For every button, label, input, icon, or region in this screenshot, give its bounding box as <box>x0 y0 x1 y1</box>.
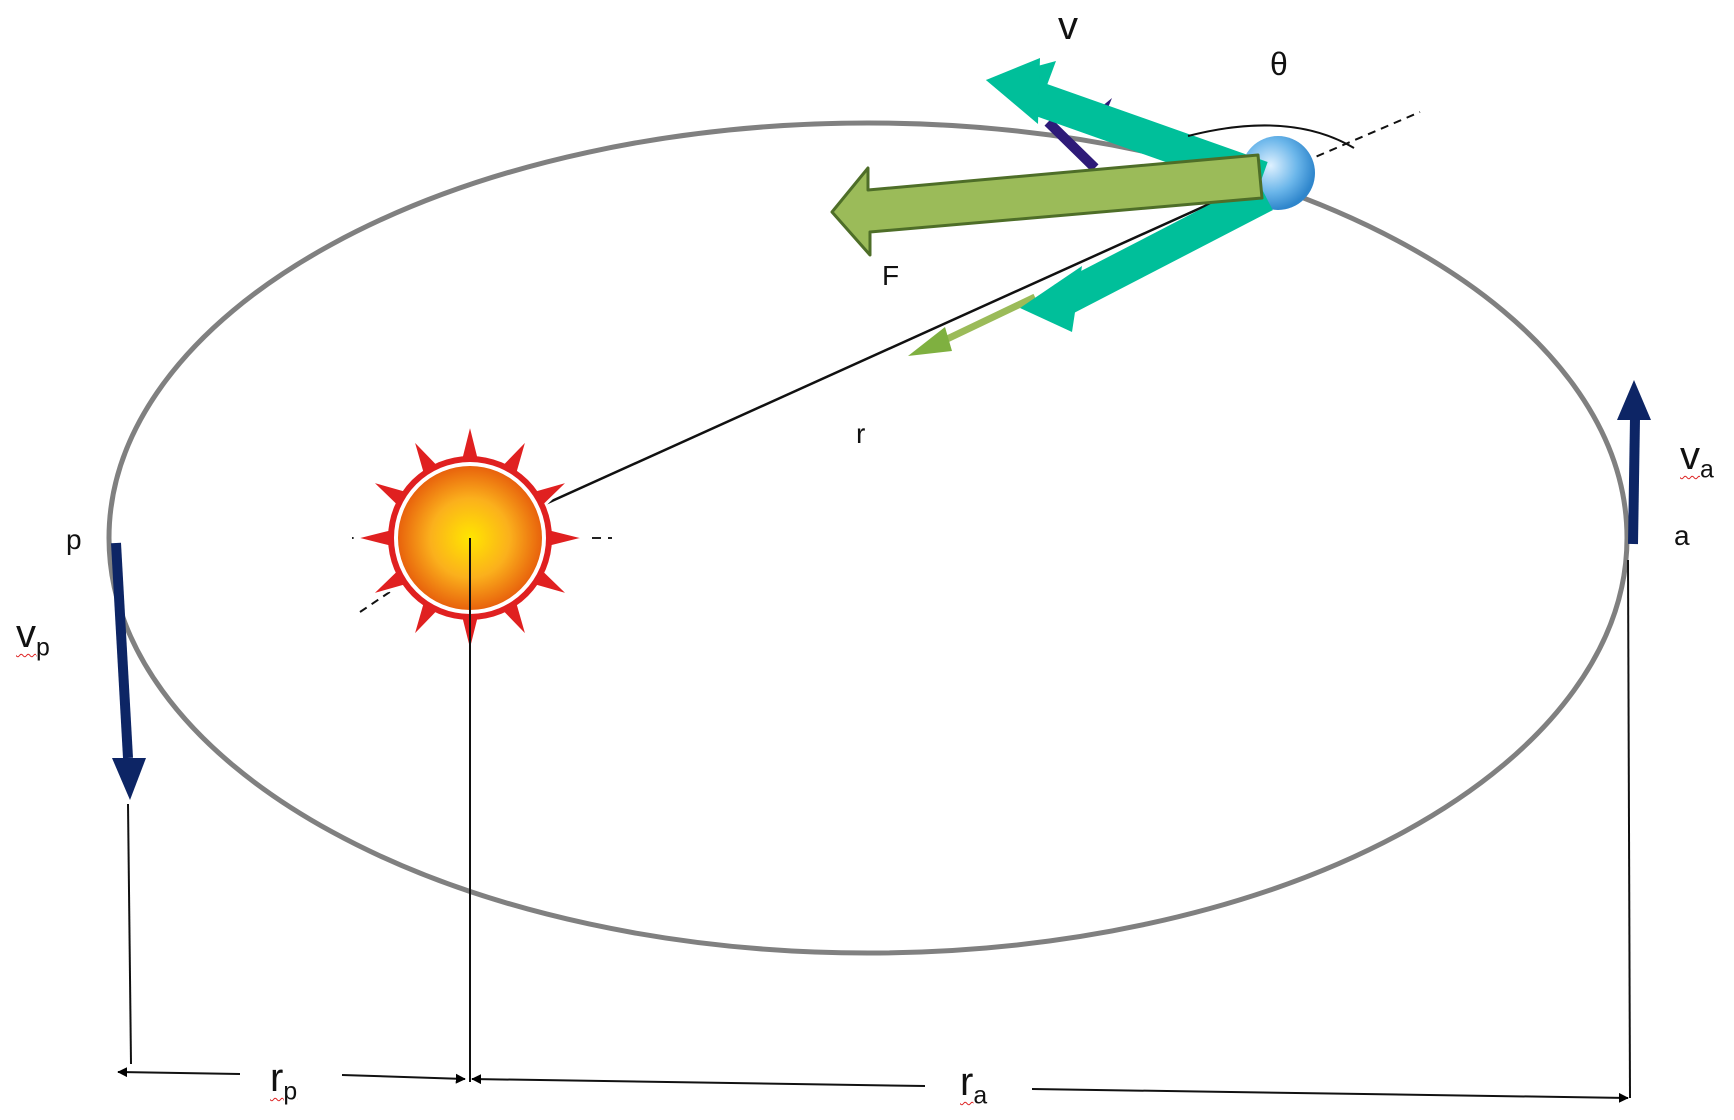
rp-dim-line-left <box>117 1067 241 1078</box>
va-arrow-shaft <box>1628 417 1640 545</box>
ra-label: ra <box>960 1062 987 1109</box>
teal-velocity-head-tip <box>986 58 1040 124</box>
va-label-sub: a <box>1700 456 1714 484</box>
perihelion-label-text: p <box>66 524 82 555</box>
aphelion-label: a <box>1674 522 1690 550</box>
vp-label-sub: p <box>36 634 50 662</box>
vp-label-main: v <box>16 612 36 656</box>
small-force-arrow-shaft <box>943 293 1037 344</box>
velocity-label-text: v <box>1058 4 1078 48</box>
rp-left-extension <box>127 803 132 1065</box>
teal-radial-shaft <box>1054 179 1273 316</box>
perihelion-label: p <box>66 526 82 554</box>
theta-arc <box>1187 124 1355 149</box>
teal-radial-head <box>1020 266 1082 332</box>
ra-dim-line-left <box>471 1074 926 1087</box>
dark-velocity-arrow-shaft <box>1044 118 1099 172</box>
va-label-main: v <box>1680 434 1700 478</box>
rp-label: rp <box>270 1058 297 1105</box>
rp-label-main: r <box>270 1056 284 1100</box>
ra-label-sub: a <box>973 1082 988 1110</box>
rp-label-group: rp <box>270 1056 297 1105</box>
ra-label-main: r <box>960 1060 974 1104</box>
force-label: F <box>882 262 899 290</box>
vp-label: vp <box>16 614 50 661</box>
vp-arrow-shaft <box>111 542 133 759</box>
ra-label-group: ra <box>960 1060 987 1109</box>
aphelion-label-text: a <box>1674 520 1690 551</box>
radius-dashed-extension <box>1277 111 1421 174</box>
va-label: va <box>1680 436 1714 483</box>
radius-label: r <box>856 420 865 448</box>
va-label-group: va <box>1680 434 1714 483</box>
force-arrow <box>830 153 1264 257</box>
vp-label-group: vp <box>16 612 50 661</box>
force-label-text: F <box>882 260 900 291</box>
orbit-ellipse <box>106 120 1630 956</box>
velocity-label: v <box>1058 6 1078 46</box>
radius-label-text: r <box>856 418 866 449</box>
small-force-arrow-head <box>908 327 952 356</box>
vp-arrow-head <box>112 758 146 800</box>
rp-dim-line-right <box>341 1073 466 1084</box>
theta-label-text: θ <box>1270 46 1288 82</box>
ra-right-extension <box>1627 559 1631 1099</box>
theta-label: θ <box>1270 48 1288 80</box>
va-arrow-head <box>1617 380 1651 420</box>
radius-line <box>469 171 1279 540</box>
rp-label-sub: p <box>283 1078 298 1106</box>
ra-dim-line-right <box>1031 1088 1629 1103</box>
